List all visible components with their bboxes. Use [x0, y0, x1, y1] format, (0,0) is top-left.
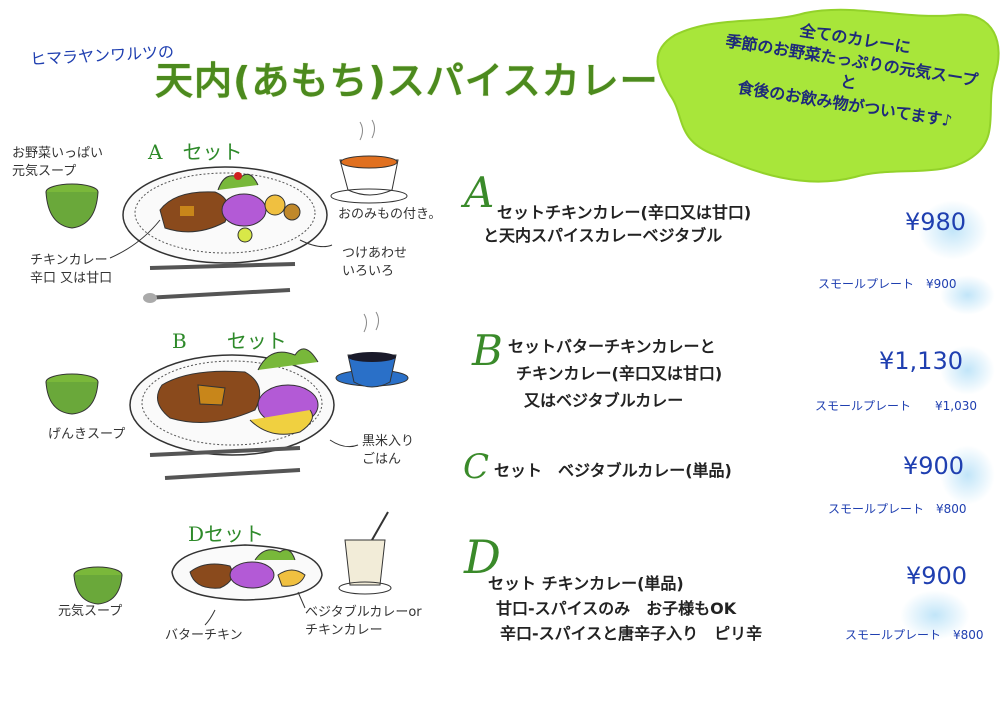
decor-blur — [900, 590, 970, 640]
illus-text: いろいろ — [342, 264, 395, 279]
illus-a-drink: おのみもの付き。 — [338, 207, 442, 222]
set-a-line: セットチキンカレー(辛口又は甘口) — [497, 203, 752, 222]
set-b-line: セットバターチキンカレーと — [508, 337, 716, 356]
illus-d-curry2-label: ベジタブルカレーor チキンカレー — [305, 604, 422, 640]
illus-text: つけあわせ — [342, 246, 408, 261]
set-a-drawing — [45, 119, 408, 303]
illus-text: お野菜いっぱい — [12, 146, 104, 161]
decor-blur — [940, 345, 995, 395]
promo-splash — [656, 8, 1000, 183]
set-a-letter: A — [464, 168, 495, 217]
set-c-letter: C — [463, 447, 490, 487]
set-a-price: ¥980 — [905, 208, 967, 236]
illus-d-label: Dセット — [188, 522, 265, 546]
decor-blur — [940, 275, 995, 315]
set-a-small-plate: スモールプレート ¥900 — [818, 277, 957, 291]
set-c-price: ¥900 — [903, 452, 965, 480]
set-d-letter: D — [464, 530, 501, 584]
set-a-line: と天内スパイスカレーベジタブル — [483, 226, 723, 245]
illus-a-soup-label: お野菜いっぱい 元気スープ — [12, 145, 103, 181]
illus-d-curry1-label: バターチキン — [165, 628, 243, 643]
set-d-drawing — [73, 511, 392, 626]
decor-blur — [918, 200, 988, 260]
set-d-line: 辛口-スパイスと唐辛子入り ピリ辛 — [500, 624, 763, 643]
illus-a-curry-label: チキンカレー 辛口 又は甘口 — [30, 252, 112, 288]
decor-blur — [940, 445, 995, 505]
set-b-letter: B — [472, 326, 503, 375]
illus-text: 黒米入り — [362, 434, 415, 449]
set-c-line: セット ベジタブルカレー(単品) — [494, 461, 732, 480]
set-c-small-plate: スモールプレート ¥800 — [828, 502, 967, 516]
set-d-line: 甘口-スパイスのみ お子様もOK — [496, 599, 737, 618]
illus-a-side-label: つけあわせ いろいろ — [342, 245, 407, 281]
set-d-line: セット チキンカレー(単品) — [488, 574, 684, 593]
illus-b-soup-label: げんきスープ — [48, 427, 126, 442]
illus-text: 辛口 又は甘口 — [30, 271, 113, 286]
illus-b-rice-label: 黒米入り ごはん — [362, 433, 414, 469]
set-d-small-plate: スモールプレート ¥800 — [845, 628, 984, 642]
illus-b-label: B セット — [172, 329, 287, 353]
set-b-line: 又はベジタブルカレー — [524, 391, 684, 410]
set-b-line: チキンカレー(辛口又は甘口) — [516, 364, 723, 383]
illus-d-soup-label: 元気スープ — [58, 604, 123, 619]
illus-text: チキンカレー — [30, 253, 108, 268]
illus-text: チキンカレー — [305, 623, 383, 638]
page-title: 天内(あもち)スパイスカレー — [155, 59, 659, 103]
set-b-drawing — [45, 311, 409, 480]
illus-text: ベジタブルカレーor — [305, 605, 422, 620]
illus-a-label: A セット — [148, 140, 243, 164]
set-b-price: ¥1,130 — [879, 347, 963, 375]
illus-text: ごはん — [362, 452, 402, 467]
illus-text: 元気スープ — [12, 164, 77, 179]
set-b-small-plate: スモールプレート ¥1,030 — [815, 399, 977, 413]
set-d-price: ¥900 — [906, 562, 968, 590]
